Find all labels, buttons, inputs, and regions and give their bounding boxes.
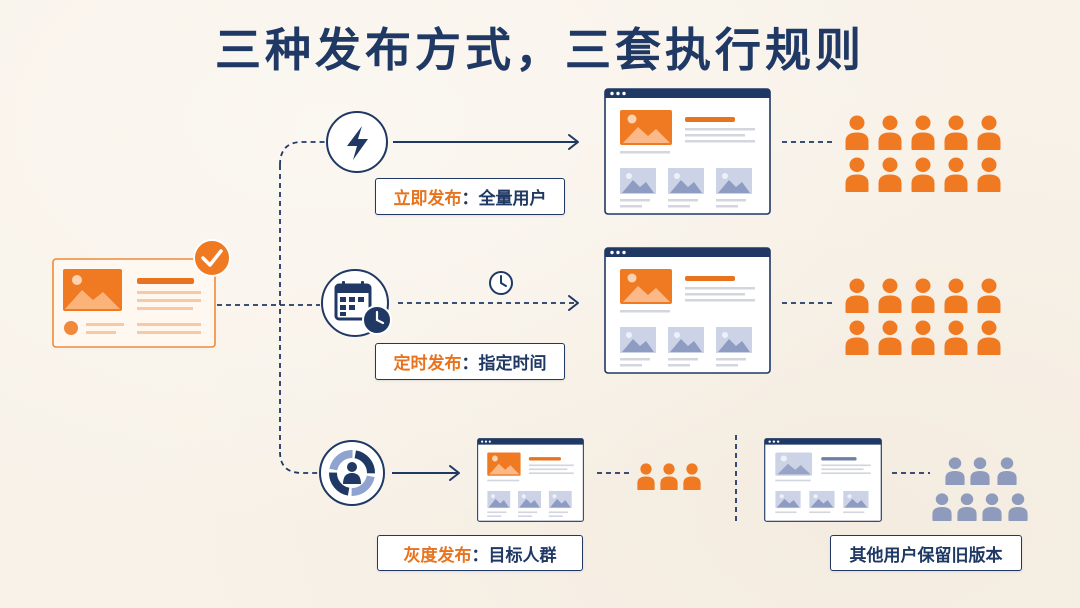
user-icon [845, 115, 869, 150]
new-version-page-window [605, 89, 770, 214]
user-icon [845, 157, 869, 192]
user-icon [878, 320, 902, 355]
user-icon [911, 157, 935, 192]
user-icon [911, 115, 935, 150]
user-icon [637, 463, 655, 490]
other-users-group [932, 457, 1028, 521]
old-version-page-window [765, 439, 882, 522]
calendar-clock-icon [321, 269, 392, 337]
branch-connectors [217, 141, 326, 474]
user-icon [1008, 493, 1028, 521]
scheduled-arrow [398, 295, 579, 311]
user-icon [977, 278, 1001, 313]
user-icon [982, 493, 1002, 521]
user-icon [845, 278, 869, 313]
gray-release-label: 灰度发布：目标人群 [377, 535, 583, 571]
user-icon [878, 157, 902, 192]
immediate-release-label: 立即发布：全量用户 [375, 178, 565, 215]
source-content-card [52, 258, 216, 348]
user-icon [944, 278, 968, 313]
target-users-group [637, 463, 701, 490]
label-method: 灰度发布 [403, 545, 472, 566]
label-target: ：全量用户 [461, 189, 547, 209]
user-icon [878, 278, 902, 313]
new-version-page-window [478, 439, 584, 522]
user-icon [845, 320, 869, 355]
clock-icon [489, 271, 513, 295]
user-icon [932, 493, 952, 521]
new-version-page-window [605, 248, 770, 373]
label-target: ：目标人群 [471, 545, 557, 566]
gray-release-arrow [392, 465, 460, 481]
user-icon [911, 320, 935, 355]
label-target: ：指定时间 [461, 354, 547, 374]
user-icon [683, 463, 701, 490]
page-title: 三种发布方式，三套执行规则 [215, 23, 865, 77]
user-icon [997, 457, 1017, 485]
user-icon [944, 157, 968, 192]
target-audience-icon [319, 440, 385, 506]
user-icon [878, 115, 902, 150]
label-method: 定时发布 [393, 354, 462, 374]
user-icon [945, 457, 965, 485]
other-users-label: 其他用户保留旧版本 [830, 535, 1022, 571]
all-users-group [845, 278, 1001, 355]
immediate-arrow [393, 134, 579, 150]
lightning-icon [326, 111, 388, 173]
scheduled-release-label: 定时发布：指定时间 [375, 343, 565, 380]
user-icon [660, 463, 678, 490]
user-icon [911, 278, 935, 313]
user-icon [944, 115, 968, 150]
check-icon [193, 239, 231, 277]
label-method: 立即发布 [393, 189, 462, 209]
user-icon [957, 493, 977, 521]
user-icon [944, 320, 968, 355]
all-users-group [845, 115, 1001, 192]
user-icon [977, 115, 1001, 150]
user-icon [970, 457, 990, 485]
user-icon [977, 320, 1001, 355]
user-icon [977, 157, 1001, 192]
